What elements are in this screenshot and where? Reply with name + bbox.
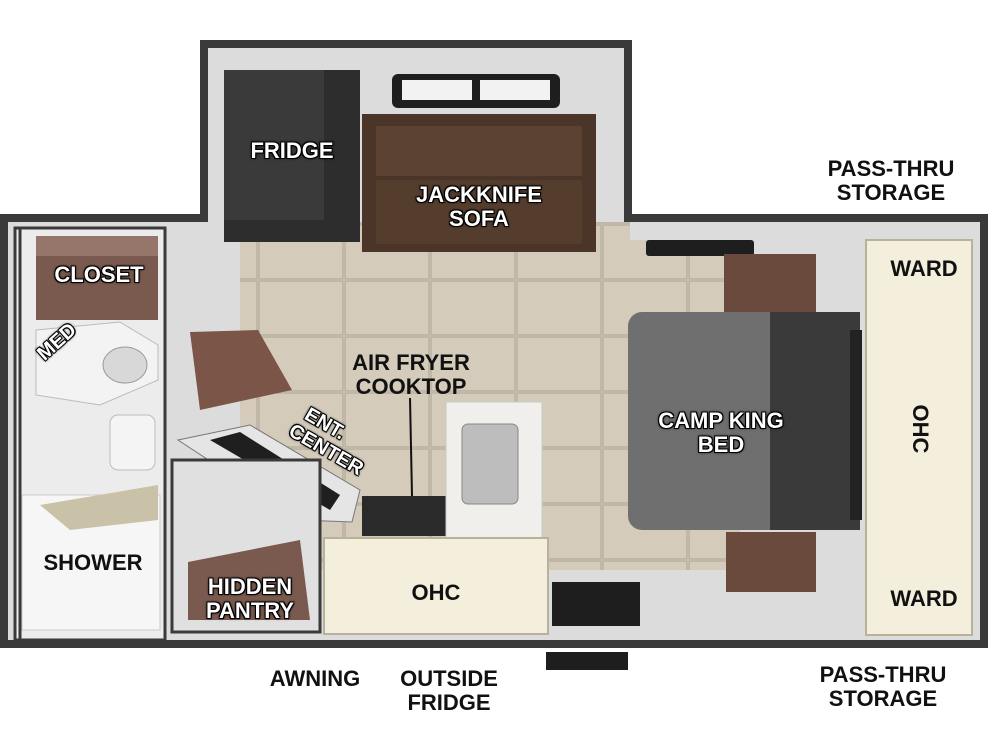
ohc-bottom-label: OHC (411, 580, 461, 605)
side-window (646, 240, 754, 256)
right-wardrobe-column (865, 239, 973, 636)
shower-label: SHOWER (43, 550, 143, 575)
passthru-bottom-line2: STORAGE (828, 686, 938, 711)
air-fryer-label-line1: AIR FRYER (352, 350, 470, 375)
passthru-top-line2: STORAGE (836, 180, 946, 205)
ward-bottom-label: WARD (890, 586, 958, 611)
passthru-top-line1: PASS-THRU (827, 156, 955, 181)
shower-seat (40, 485, 158, 530)
sink-counter (35, 321, 159, 406)
closet-label: CLOSET (54, 262, 144, 287)
cooktop (362, 496, 446, 536)
cooktop-pointer (409, 397, 413, 497)
nightstand-bottom (726, 532, 816, 592)
ward-top-label: WARD (890, 256, 958, 281)
pantry-shelves (188, 540, 310, 620)
outside-fridge-hatch (546, 652, 628, 670)
ohc-right-label: OHC (908, 404, 933, 454)
pantry-label-line1: HIDDEN (207, 574, 293, 599)
entry-door (190, 330, 292, 410)
air-fryer-label-line2: COOKTOP (355, 374, 467, 399)
bottom-ohc-cabinet (323, 537, 549, 635)
sink-basin (102, 346, 148, 384)
passthru-bottom-line1: PASS-THRU (819, 662, 947, 687)
kitchen-sink (461, 423, 519, 505)
sofa-label-line2: SOFA (449, 206, 509, 231)
bed-label-line2: BED (697, 432, 745, 457)
outside-fridge-label-line1: OUTSIDE (400, 666, 498, 691)
awning-label: AWNING (269, 666, 361, 691)
nightstand-top (724, 254, 816, 312)
pantry-label-line2: PANTRY (206, 598, 294, 623)
sofa-label-line1: JACKKNIFE (416, 182, 542, 207)
bottom-step (552, 582, 640, 626)
outside-fridge-label-line2: FRIDGE (407, 690, 491, 715)
fridge-label: FRIDGE (250, 138, 334, 163)
toilet (109, 414, 156, 471)
bed-label-line1: CAMP KING (658, 408, 784, 433)
